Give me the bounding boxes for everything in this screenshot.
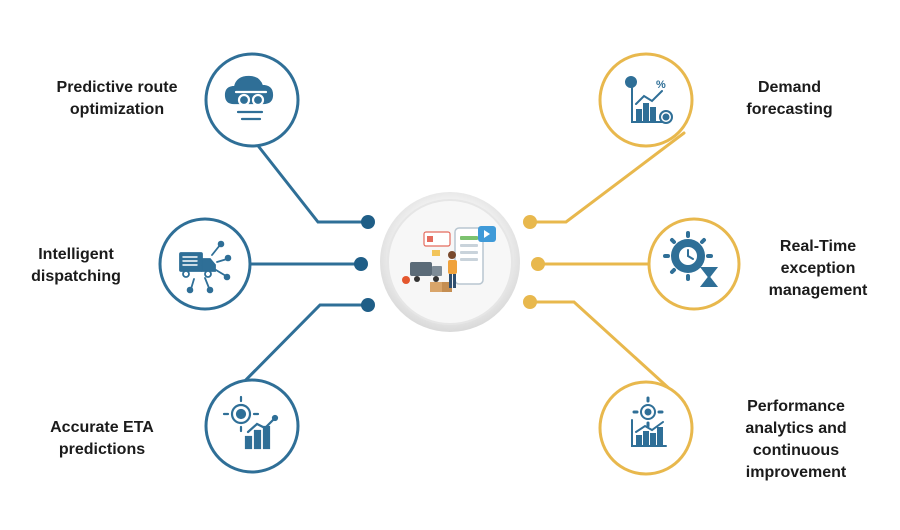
label-line: Accurate ETA: [50, 419, 154, 436]
connector-dispatch: [230, 257, 368, 271]
target-chart-icon: [222, 395, 279, 450]
label-line: Demand: [757, 79, 822, 96]
gear-chart-icon: [631, 396, 667, 447]
label-line: predictions: [58, 441, 146, 458]
label-line: Performance: [747, 398, 845, 415]
label-route-optimization: Predictive route optimization: [22, 77, 212, 121]
svg-text:%: %: [656, 79, 666, 91]
connector-performance: [523, 295, 686, 404]
connector-realtime: [531, 257, 650, 271]
label-exception-management: Real-Time exception management: [748, 236, 888, 302]
connector-route: [246, 131, 375, 229]
cloud-route-icon: [224, 75, 274, 121]
label-line: optimization: [69, 101, 165, 118]
connector-demand: [523, 131, 686, 229]
label-line: Predictive route: [56, 79, 178, 96]
label-line: improvement: [745, 464, 847, 481]
route-icon-circle: [204, 52, 300, 148]
label-line: forecasting: [746, 101, 833, 118]
label-dispatching: Intelligent dispatching: [10, 244, 142, 288]
label-line: management: [768, 282, 868, 299]
connector-eta: [224, 298, 375, 402]
demand-icon-circle: %: [598, 52, 694, 148]
center-hub: [380, 192, 520, 332]
dispatch-icon-circle: [158, 217, 252, 311]
forecast-chart-icon: %: [625, 76, 673, 124]
label-line: continuous: [752, 442, 840, 459]
label-line: Intelligent: [38, 246, 114, 263]
label-line: analytics and: [745, 420, 847, 437]
gear-clock-icon: [663, 231, 719, 287]
label-line: exception: [780, 260, 856, 277]
label-eta-predictions: Accurate ETA predictions: [22, 417, 182, 461]
performance-icon-circle: [598, 380, 694, 476]
label-performance-analytics: Performance analytics and continuous imp…: [716, 396, 876, 484]
logistics-illustration: [402, 226, 496, 292]
label-line: dispatching: [31, 268, 121, 285]
label-demand-forecasting: Demand forecasting: [712, 77, 867, 121]
truck-network-icon: [179, 240, 232, 294]
label-line: Real-Time: [779, 238, 857, 255]
eta-icon-circle: [204, 378, 300, 474]
realtime-icon-circle: [647, 217, 741, 311]
